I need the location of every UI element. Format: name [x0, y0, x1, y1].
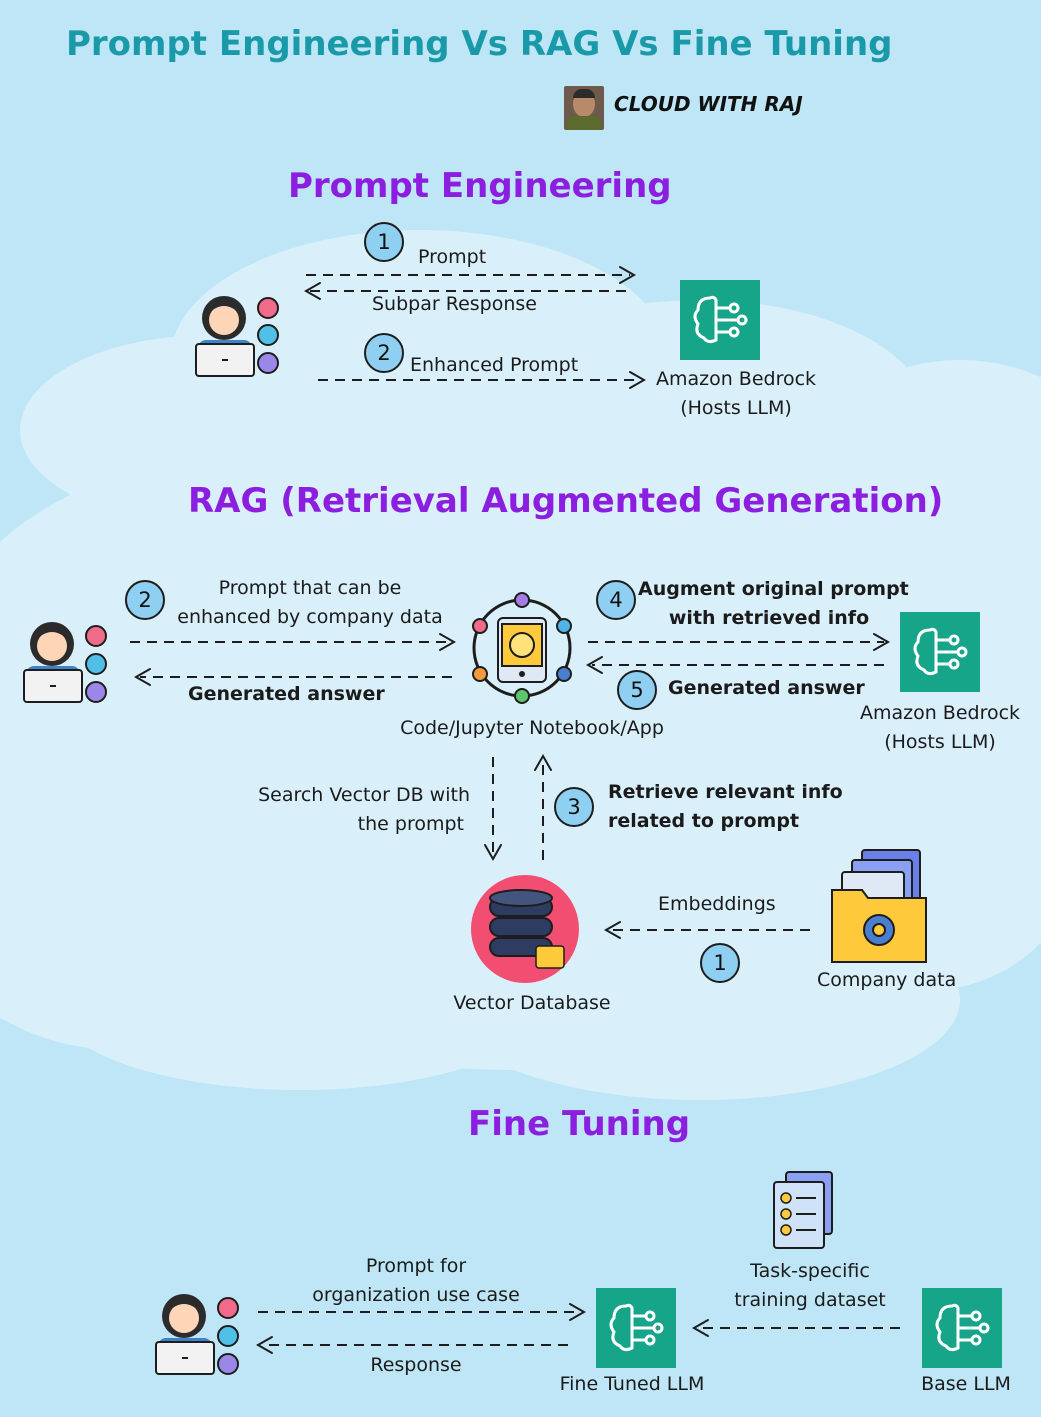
prompt-engineering-title: Prompt Engineering [288, 166, 672, 206]
rag-step-1-badge: 1 [700, 943, 740, 983]
developer-laptop-icon [195, 296, 279, 377]
rag-retrieve-label-2: related to prompt [608, 810, 800, 832]
rag-vector-db-label: Vector Database [453, 992, 611, 1014]
ft-dataset-label-2: training dataset [734, 1289, 886, 1311]
base-llm-icon [922, 1288, 1002, 1368]
rag-prompt-label-2: enhanced by company data [177, 606, 443, 628]
ft-base-label: Base LLM [921, 1373, 1011, 1395]
ft-dataset-label-1: Task-specific [750, 1260, 870, 1282]
ft-prompt-label-1: Prompt for [365, 1255, 467, 1277]
rag-bedrock-sublabel: (Hosts LLM) [884, 731, 996, 753]
page-title: Prompt Engineering Vs RAG Vs Fine Tuning [66, 24, 893, 64]
ft-prompt-label-2: organization use case [312, 1284, 520, 1306]
rag-embeddings-label: Embeddings [658, 893, 776, 915]
code-app-hub-icon [472, 592, 572, 704]
rag-bedrock-icon [900, 612, 980, 692]
rag-retrieve-label-1: Retrieve relevant info [608, 781, 843, 803]
rag-app-label: Code/Jupyter Notebook/App [400, 717, 664, 739]
rag-generated-answer-left: Generated answer [188, 683, 385, 705]
rag-augment-label-2: with retrieved info [668, 607, 870, 629]
rag-prompt-label-1: Prompt that can be [218, 577, 402, 599]
ft-fine-tuned-label: Fine Tuned LLM [559, 1373, 705, 1395]
rag-step-5-badge: 5 [617, 670, 657, 710]
rag-augment-label-1: Augment original prompt [638, 578, 909, 600]
ft-developer-icon [155, 1294, 239, 1375]
ft-response-label: Response [370, 1354, 462, 1376]
folder-gear-icon [831, 849, 927, 963]
database-icon [471, 875, 579, 983]
rag-search-label-1: Search Vector DB with [258, 784, 470, 806]
pe-bedrock-label: Amazon Bedrock [655, 368, 817, 390]
fine-tuning-title: Fine Tuning [468, 1104, 691, 1144]
pe-step-2-badge: 2 [364, 333, 404, 373]
rag-search-label-2: the prompt [357, 813, 464, 835]
rag-step-3-badge: 3 [554, 787, 594, 827]
fine-tuned-llm-icon [596, 1288, 676, 1368]
rag-step-4-badge: 4 [596, 580, 636, 620]
checklist-document-icon [773, 1171, 833, 1249]
rag-company-data-label: Company data [817, 969, 957, 991]
rag-title: RAG (Retrieval Augmented Generation) [188, 481, 944, 521]
pe-step-1-badge: 1 [364, 222, 404, 262]
rag-bedrock-label: Amazon Bedrock [859, 702, 1021, 724]
rag-developer-icon [23, 622, 107, 703]
ai-brain-chip-icon [680, 280, 760, 360]
rag-step-2-badge: 2 [125, 580, 165, 620]
pe-prompt-label: Prompt [418, 246, 487, 268]
rag-generated-answer-right: Generated answer [668, 677, 865, 699]
pe-enhanced-label: Enhanced Prompt [410, 354, 579, 376]
author-avatar [564, 86, 604, 130]
brand-name: CLOUD WITH RAJ [614, 92, 803, 116]
pe-bedrock-sublabel: (Hosts LLM) [680, 397, 792, 419]
pe-subpar-label: Subpar Response [372, 293, 537, 315]
